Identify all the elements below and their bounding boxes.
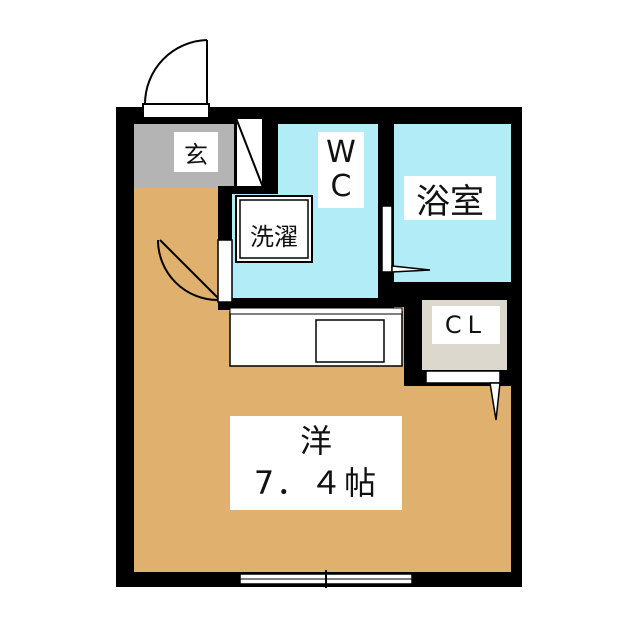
- bath-label: 浴室: [404, 176, 496, 222]
- bath-door: [381, 205, 393, 273]
- inner-door-jamb: [217, 239, 233, 303]
- laundry-label: 洗濯: [242, 214, 306, 254]
- bath-door-swing: [391, 265, 431, 273]
- western-room-area: 7．４帖: [253, 464, 379, 502]
- wc-label: W C: [318, 132, 364, 208]
- entrance-door-gap: [142, 103, 210, 119]
- closet-door: [425, 370, 501, 384]
- western-room-name: 洋: [299, 422, 332, 460]
- wc-label-line2: C: [330, 169, 352, 204]
- genkan-label: 玄: [174, 132, 218, 172]
- western-room-label: 洋 7．４帖: [230, 416, 402, 510]
- entrance-door-swing: [144, 39, 208, 105]
- laundry-pan-inner: [239, 199, 309, 259]
- kitchen-counter-top-strip: [229, 307, 403, 315]
- kitchen-sink: [315, 319, 385, 363]
- wc-label-line1: W: [326, 135, 356, 170]
- closet-door-swing: [489, 382, 501, 421]
- inner-door-swing: [157, 239, 219, 301]
- inner-door-leaf: [159, 239, 219, 299]
- closet-label: CL: [432, 306, 500, 344]
- shoe-cabinet-diagonal: [235, 117, 265, 191]
